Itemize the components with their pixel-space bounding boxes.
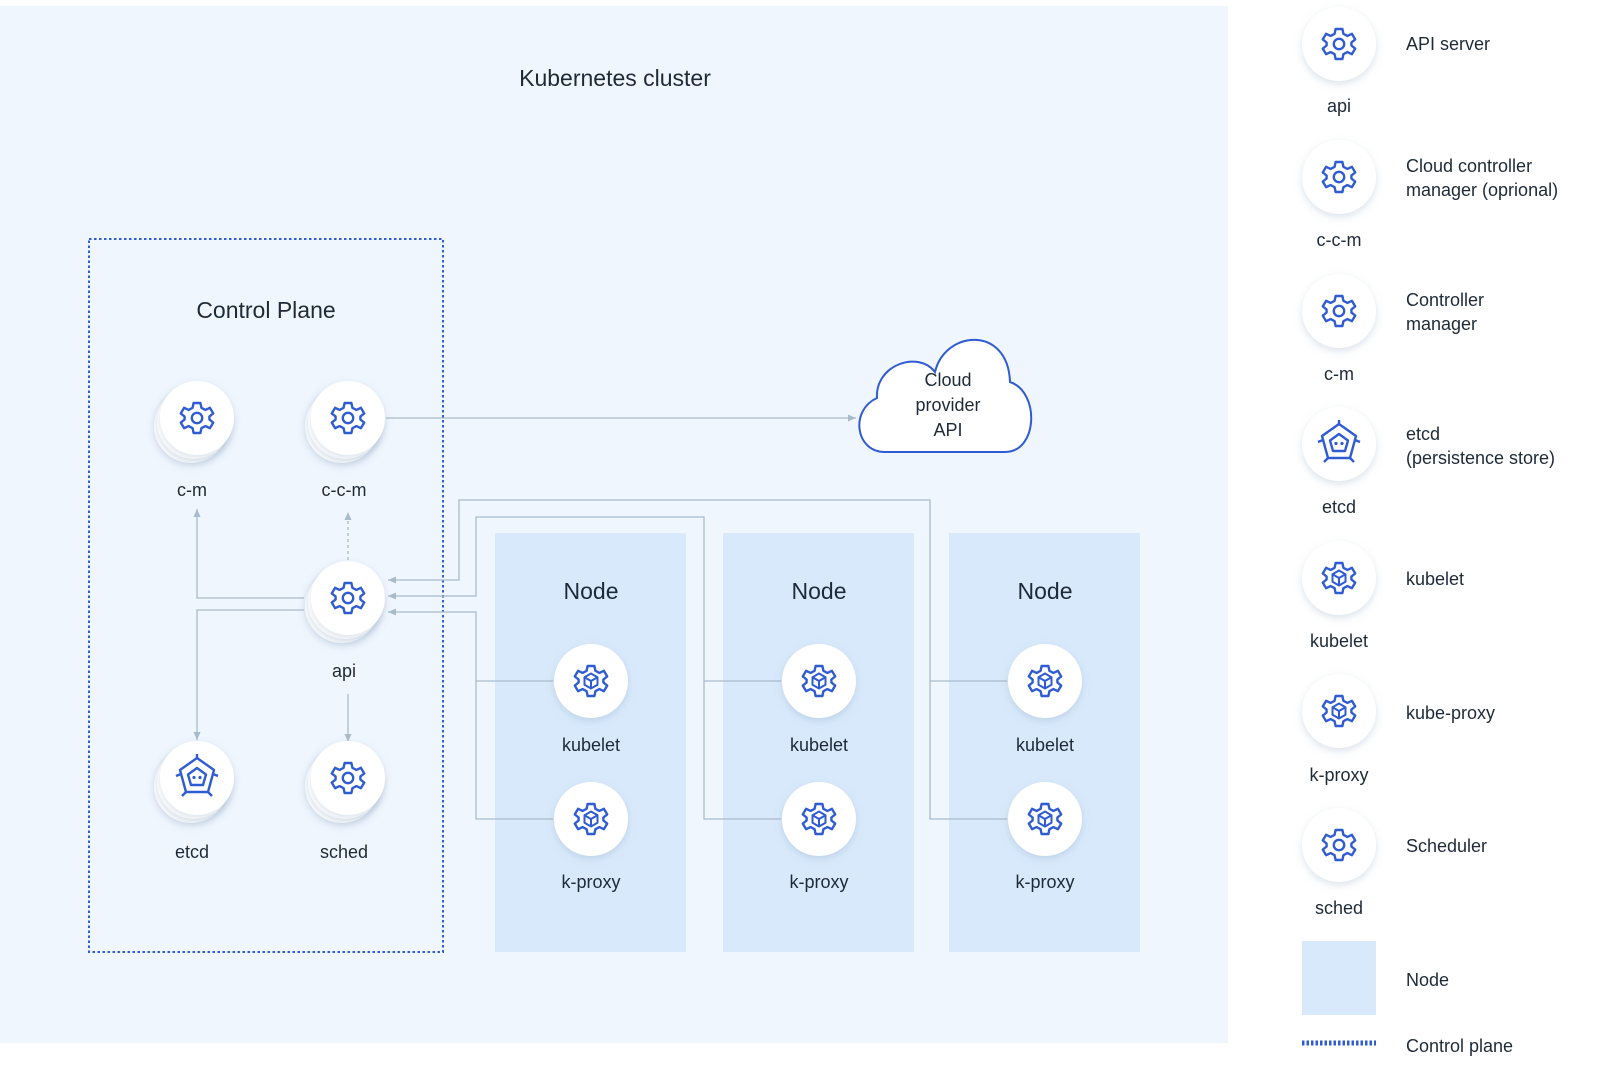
- cloud-provider-api: Cloud provider API: [858, 338, 1033, 453]
- legend-desc-line: manager: [1406, 314, 1477, 334]
- node-2-kubelet: [782, 644, 856, 718]
- ccm-component: [305, 381, 385, 463]
- node-1-kubelet: [554, 644, 628, 718]
- sched-label: sched: [320, 842, 368, 862]
- ccm-label: c-c-m: [322, 480, 367, 500]
- node-3-kproxy: [1008, 782, 1082, 856]
- node-box-1: [495, 533, 686, 952]
- legend-short-label: api: [1327, 96, 1351, 116]
- legend-short-label: c-m: [1324, 364, 1354, 384]
- node-2-kproxy-label: k-proxy: [789, 872, 848, 892]
- api-label: api: [332, 661, 356, 681]
- legend-desc-line: Scheduler: [1406, 836, 1487, 856]
- legend-desc-line: API server: [1406, 34, 1490, 54]
- legend-item-cm: c-m Controller manager: [1302, 274, 1484, 384]
- node-3-kubelet-label: kubelet: [1016, 735, 1074, 755]
- node-3-kubelet: [1008, 644, 1082, 718]
- node1-kproxy-line: [475, 681, 553, 820]
- legend-item-kproxy: k-proxy kube-proxy: [1302, 674, 1495, 785]
- legend-item-node: Node: [1302, 941, 1449, 1015]
- node3-kproxy-line: [929, 681, 1007, 820]
- legend-desc-line: etcd: [1406, 424, 1440, 444]
- node2-kproxy-line: [703, 681, 781, 820]
- etcd-label: etcd: [175, 842, 209, 862]
- legend-desc-line: Cloud controller: [1406, 156, 1532, 176]
- sched-component: [305, 741, 385, 823]
- legend: api API server c-c-m Cloud controller ma…: [1302, 7, 1558, 1056]
- cloud-label-line-1: Cloud: [924, 370, 971, 390]
- legend-item-kubelet: kubelet kubelet: [1302, 541, 1464, 651]
- node-3-kproxy-label: k-proxy: [1015, 872, 1074, 892]
- legend-desc-line: kubelet: [1406, 569, 1464, 589]
- cloud-shape: [858, 338, 1033, 453]
- legend-desc-line: (persistence store): [1406, 448, 1555, 468]
- legend-short-label: sched: [1315, 898, 1363, 918]
- legend-short-label: c-c-m: [1317, 230, 1362, 250]
- legend-node-swatch: [1302, 941, 1376, 1015]
- node1-to-api-arrow: [388, 608, 553, 682]
- legend-desc-line: Controller: [1406, 290, 1484, 310]
- node3-to-api-arrow: [388, 499, 1007, 682]
- cloud-label-line-3: API: [933, 420, 962, 440]
- legend-desc-line: manager (oprional): [1406, 180, 1558, 200]
- legend-short-label: kubelet: [1310, 631, 1368, 651]
- legend-item-api: api API server: [1302, 7, 1490, 116]
- control-plane-title: Control Plane: [196, 297, 335, 323]
- legend-item-etcd: etcd etcd (persistence store): [1302, 407, 1555, 517]
- node-1-kubelet-label: kubelet: [562, 735, 620, 755]
- cloud-label-line-2: provider: [915, 395, 980, 415]
- node-2-kubelet-label: kubelet: [790, 735, 848, 755]
- cm-component: [154, 381, 234, 463]
- node2-to-api-arrow: [388, 516, 781, 682]
- cluster-title: Kubernetes cluster: [519, 65, 711, 91]
- cm-label: c-m: [177, 480, 207, 500]
- legend-item-control-plane: Control plane: [1302, 1036, 1513, 1056]
- legend-item-sched: sched Scheduler: [1302, 808, 1487, 918]
- legend-control-plane-label: Control plane: [1406, 1036, 1513, 1056]
- api-to-cm-arrow: [193, 509, 304, 599]
- node-title-3: Node: [1018, 578, 1073, 604]
- node-title-1: Node: [564, 578, 619, 604]
- api-to-etcd-arrow: [193, 609, 304, 740]
- api-component: [305, 561, 385, 643]
- legend-short-label: etcd: [1322, 497, 1356, 517]
- node-box-3: [949, 533, 1140, 952]
- legend-node-label: Node: [1406, 970, 1449, 990]
- legend-item-ccm: c-c-m Cloud controller manager (oprional…: [1302, 140, 1558, 250]
- connectors: [193, 414, 1007, 820]
- legend-desc-line: kube-proxy: [1406, 703, 1495, 723]
- node-box-2: [723, 533, 914, 952]
- node-2-kproxy: [782, 782, 856, 856]
- node-title-2: Node: [792, 578, 847, 604]
- legend-short-label: k-proxy: [1309, 765, 1368, 785]
- node-1-kproxy: [554, 782, 628, 856]
- node-1-kproxy-label: k-proxy: [561, 872, 620, 892]
- etcd-component: [154, 741, 234, 823]
